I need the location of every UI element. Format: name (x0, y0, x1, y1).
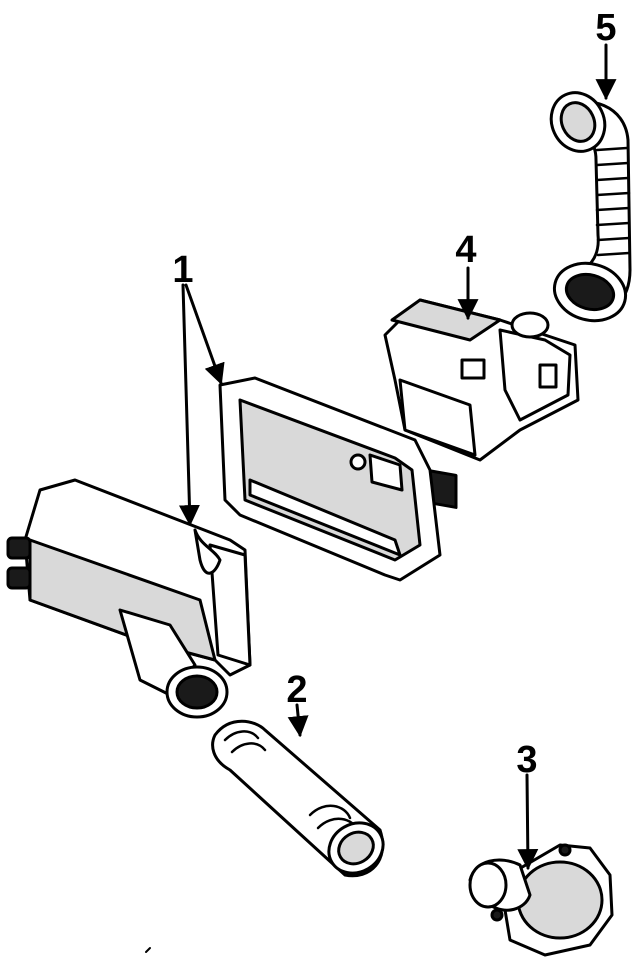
part-1-air-cleaner-case (6, 478, 252, 719)
stray-mark (145, 947, 151, 953)
callout-1: 1 (172, 249, 193, 291)
leader-1a (178, 283, 200, 527)
callout-3: 3 (516, 739, 537, 781)
part-1-upper-frame (218, 376, 442, 582)
callout-5: 5 (595, 7, 616, 49)
callout-2: 2 (286, 669, 307, 711)
leader-3 (517, 773, 539, 871)
leader-lines (178, 43, 617, 871)
callout-4: 4 (455, 229, 476, 271)
part-3-resonator (468, 843, 614, 957)
leader-1b (184, 283, 225, 385)
leader-2 (287, 703, 309, 738)
part-2-intake-duct (211, 719, 385, 878)
part-5-corrugated-hose (549, 91, 632, 323)
